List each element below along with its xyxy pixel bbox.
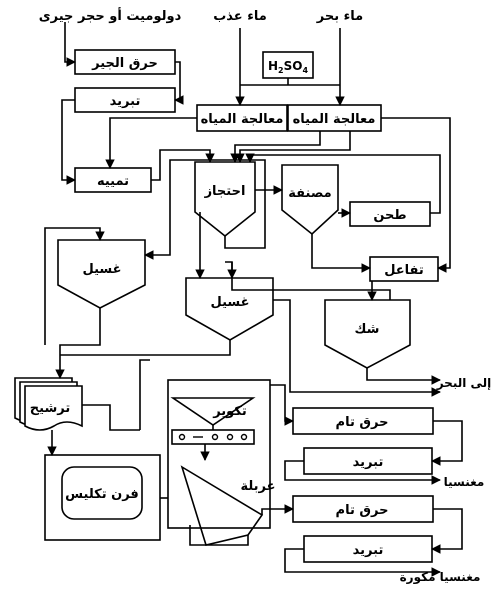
arrow-classifier-to-reaction: [311, 234, 371, 273]
arrow-to-refined-magnesia: [284, 548, 441, 577]
arrow-slaking-to-retention: [151, 149, 215, 181]
reaction-label: تفاعل: [384, 263, 424, 278]
filtration-label: ترشيح: [30, 401, 70, 416]
filtration-vessel-front: [24, 385, 83, 431]
washing-mid-label: غسيل: [210, 295, 249, 310]
arrow-cool-to-slaking: [61, 99, 76, 185]
h2so4-box: [262, 51, 314, 79]
lime-burning-label: حرق الجير: [91, 56, 158, 71]
cooling-1-label: تبريد: [110, 94, 141, 109]
to-sea-label: إلى البحر: [436, 376, 492, 390]
dolomite-label: دولوميت أو حجر جيرى: [39, 7, 182, 24]
arrow-fb1-to-cool2: [431, 420, 463, 466]
freshwater-label: ماء عذب: [213, 9, 267, 24]
line-washingmid-bottom: [60, 340, 231, 356]
magnesia-label: مغنسيا: [444, 475, 485, 489]
grinding-label: طحن: [373, 208, 406, 223]
arrow-dolomite-to-lime: [64, 22, 76, 67]
water-treatment-left-label: معالجة المياه: [201, 112, 284, 127]
line-filtration-out: [82, 404, 140, 431]
full-burning-1-label: حرق تام: [336, 415, 389, 430]
arrow-wtr-to-retention-2: [235, 131, 351, 163]
line-screen-recycle: [189, 525, 249, 546]
arrow-retention-to-washing: [144, 159, 266, 260]
arrow-to-full-burning-1: [270, 384, 294, 426]
pellet-dot: [178, 433, 186, 441]
thickening-vessel: [324, 299, 411, 369]
water-treatment-right-label: معالجة المياه: [293, 112, 376, 127]
cooling-2-label: تبريد: [353, 455, 384, 470]
cooling-3-label: تبريد: [353, 543, 384, 558]
pelletizing-funnel: [170, 397, 256, 426]
pelletizing-zone: [167, 379, 271, 529]
arrow-to-magnesia: [284, 460, 441, 485]
pellet-dot: [240, 433, 248, 441]
classifier-label: مصنفة: [288, 186, 331, 201]
retention-label: احتجاز: [204, 184, 246, 199]
arrow-washing-left-feed: [44, 227, 105, 345]
arrow-wtr-to-reaction: [381, 117, 451, 273]
retention-vessel: [194, 161, 256, 238]
washing-left-label: غسيل: [82, 262, 121, 277]
arrow-lime-to-cool: [174, 61, 184, 105]
line-thickening-recycle: [225, 261, 391, 300]
full-burning-2-label: حرق تام: [336, 503, 389, 518]
arrow-wt-to-slaking: [105, 117, 197, 169]
arrow-to-sea-1: [366, 368, 441, 385]
arrow-to-sea-2: [273, 299, 441, 397]
calcination-furnace-inner: [61, 466, 143, 520]
calcination-furnace-label: فرن تكليس: [65, 487, 139, 502]
washing-left-vessel: [57, 239, 146, 309]
h2so4-label: H2SO4: [268, 59, 308, 75]
thickening-label: شك: [355, 322, 380, 337]
refined-magnesia-label: مغنسيا مكورة: [400, 570, 481, 585]
pellet-dot: [211, 433, 219, 441]
screening-label: غربلة: [240, 479, 275, 494]
slaking-label: تمييه: [97, 174, 129, 189]
arrow-wtr-to-retention: [230, 131, 321, 163]
arrow-grinding-recycle: [245, 153, 441, 214]
pelletizing-label: تكوير: [212, 404, 247, 419]
washing-mid-vessel: [185, 277, 274, 341]
arrow-fb2-to-cool3: [431, 508, 463, 554]
seawater-label: ماء بحر: [316, 9, 363, 24]
arrow-washing-to-filtration: [55, 308, 101, 379]
line-filtration-up: [139, 359, 150, 430]
classifier-vessel: [281, 164, 339, 236]
arrow-screen-to-fb2: [261, 504, 294, 515]
pellet-dot: [226, 433, 234, 441]
